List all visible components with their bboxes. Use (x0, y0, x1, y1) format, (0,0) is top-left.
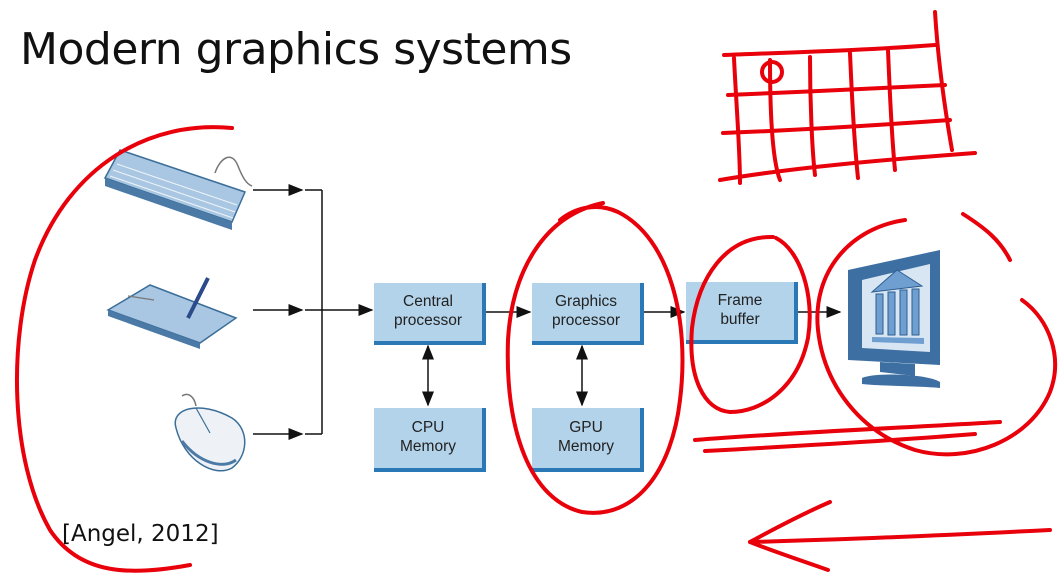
gpu-memory-box: GPU Memory (532, 408, 644, 472)
cpu-memory-box: CPU Memory (374, 408, 486, 472)
monitor-circle (815, 218, 1058, 457)
central-processor-box: Central processor (374, 283, 486, 345)
mouse-icon (174, 393, 246, 472)
citation: [Angel, 2012] (62, 521, 219, 547)
slide-title: Modern graphics systems (20, 24, 572, 75)
tablet-icon (106, 277, 238, 349)
back-arrow (748, 500, 832, 572)
keyboard-icon (103, 149, 253, 230)
frame-buffer-box: Frame buffer (686, 282, 798, 344)
graphics-processor-box: Graphics processor (532, 283, 644, 345)
pixel-grid-sketch (718, 10, 977, 185)
monitor-icon (848, 250, 940, 388)
frame-buffer-circle (689, 234, 812, 414)
input-devices-circle (15, 125, 234, 573)
underline-stroke (693, 420, 1002, 442)
gpu-circle (505, 201, 685, 515)
